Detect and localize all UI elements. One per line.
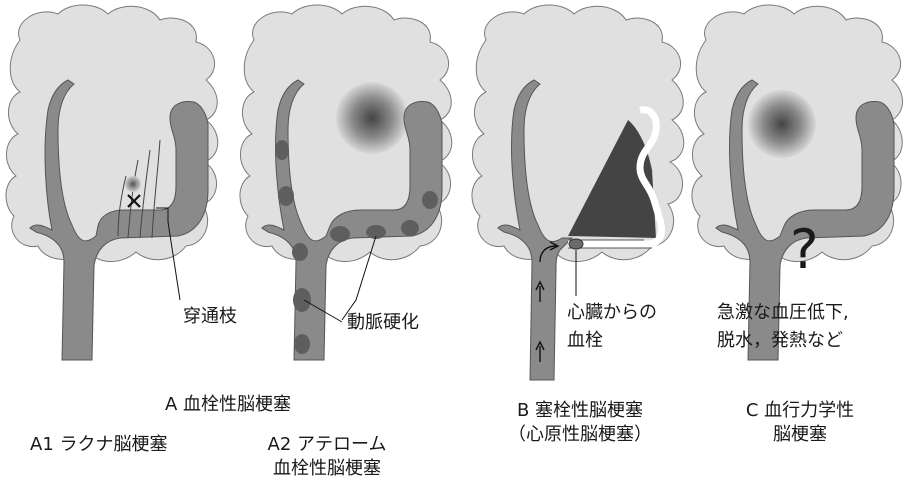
panel-a2: [240, 5, 452, 360]
cause-label-line1: 急激な血圧低下,: [717, 302, 849, 324]
perforator-label: 穿通枝: [183, 306, 237, 328]
b-caption-line2: （心原性脳梗塞）: [490, 424, 670, 446]
a2-caption-line1: A2 アテローム: [262, 434, 392, 456]
a2-caption-line2: 血栓性脳梗塞: [262, 458, 392, 480]
lacunar-infarct: [125, 176, 141, 192]
atherosclerosis-label: 動脈硬化: [347, 312, 419, 334]
a-group-caption: A 血栓性脳梗塞: [138, 394, 318, 416]
question-mark: ?: [790, 222, 819, 278]
infarct-blur: [336, 82, 408, 154]
a1-caption: A1 ラクナ脳梗塞: [30, 434, 168, 456]
embolus-label-line1: 心臓からの: [567, 302, 657, 324]
infarct-blur: [748, 90, 816, 158]
embolus: [569, 239, 583, 249]
c-caption-line2: 脳梗塞: [740, 424, 860, 446]
b-caption-line1: B 塞栓性脳梗塞: [500, 400, 660, 422]
embolus-label-line2: 血栓: [567, 330, 603, 352]
cause-label-line2: 脱水，発熱など: [717, 330, 843, 352]
c-caption-line1: C 血行力学性: [740, 400, 860, 422]
